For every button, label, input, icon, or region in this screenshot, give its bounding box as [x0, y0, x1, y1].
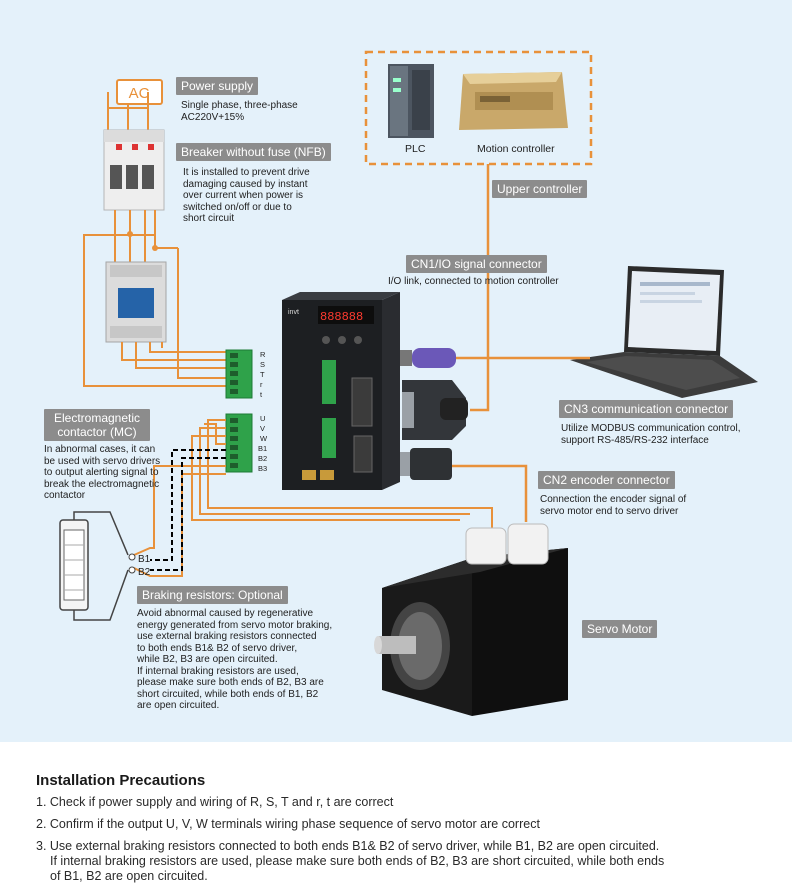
servo-motor-image	[374, 523, 568, 716]
braking-resistor-image	[59, 511, 136, 621]
braking-tag: Braking resistors: Optional	[137, 586, 288, 604]
motion-controller-image	[459, 72, 568, 130]
breaker-desc: It is installed to prevent drive damagin…	[183, 167, 310, 224]
terminal-label: B3	[258, 464, 267, 473]
cn3-connector-image	[400, 348, 456, 368]
terminal-label: V	[260, 424, 265, 433]
terminal-label: U	[260, 414, 265, 423]
precaution-item: 2. Confirm if the output U, V, W termina…	[36, 817, 540, 831]
power-supply-desc-1: Single phase, three-phase	[181, 100, 298, 111]
precautions-list: 1. Check if power supply and wiring of R…	[36, 795, 776, 884]
plc-image	[388, 64, 434, 138]
resistor-b2-label: B2	[138, 567, 151, 578]
breaker-image	[103, 129, 165, 211]
diagram-graphics: R S T r t U V W B1 B2 B3 invt 888888 AC …	[59, 50, 758, 716]
mc-desc: In abnormal cases, it can be used with s…	[44, 444, 161, 501]
terminal-label: B2	[258, 454, 267, 463]
upper-controller-tag: Upper controller	[492, 180, 588, 198]
contactor-image	[105, 261, 167, 343]
terminal-label: S	[260, 360, 265, 369]
terminal-label: t	[260, 390, 263, 399]
servo-motor-tag: Servo Motor	[582, 620, 658, 638]
cn1-desc: I/O link, connected to motion controller	[388, 276, 559, 287]
resistor-b1-label: B1	[138, 554, 151, 565]
cn1-connector-image	[402, 380, 468, 440]
terminal-label: r	[260, 380, 263, 389]
laptop-image	[570, 266, 758, 398]
breaker-tag: Breaker without fuse (NFB)	[176, 143, 331, 161]
driver-brand: invt	[288, 309, 299, 316]
terminal-label: B1	[258, 444, 267, 453]
cn2-desc: Connection the encoder signal of servo m…	[540, 494, 687, 517]
cn3-desc: Utilize MODBUS communication control, su…	[561, 423, 741, 446]
precautions-title: Installation Precautions	[36, 772, 206, 789]
terminal-block-top	[225, 349, 253, 399]
mc-tag: Electromagnetic contactor (MC)	[44, 409, 150, 441]
precaution-item: 3. Use external braking resistors connec…	[36, 839, 665, 883]
power-supply-desc-2: AC220V+15%	[181, 112, 245, 123]
motion-controller-label: Motion controller	[477, 143, 555, 155]
precaution-item: 1. Check if power supply and wiring of R…	[36, 795, 394, 809]
terminal-label: T	[260, 370, 265, 379]
cn2-tag: CN2 encoder connector	[538, 471, 675, 489]
plc-label: PLC	[405, 143, 426, 155]
terminal-block-bottom	[225, 413, 253, 473]
driver-display: 888888	[320, 310, 363, 324]
upper-controller-box	[364, 50, 593, 166]
power-supply-tag: Power supply	[176, 77, 259, 95]
cn3-tag: CN3 communication connector	[559, 400, 734, 418]
terminal-label: W	[260, 434, 268, 443]
installation-precautions: Installation Precautions 1. Check if pow…	[36, 772, 776, 891]
terminal-label: R	[260, 350, 266, 359]
servo-driver-image	[282, 292, 400, 490]
cn2-connector-image	[400, 448, 452, 480]
ac-label: AC	[129, 85, 150, 102]
braking-desc: Avoid abnormal caused by regenerative en…	[137, 608, 333, 711]
cn1-tag: CN1/IO signal connector	[406, 255, 547, 273]
wiring-diagram: R S T r t U V W B1 B2 B3 invt 888888 AC …	[0, 0, 792, 742]
